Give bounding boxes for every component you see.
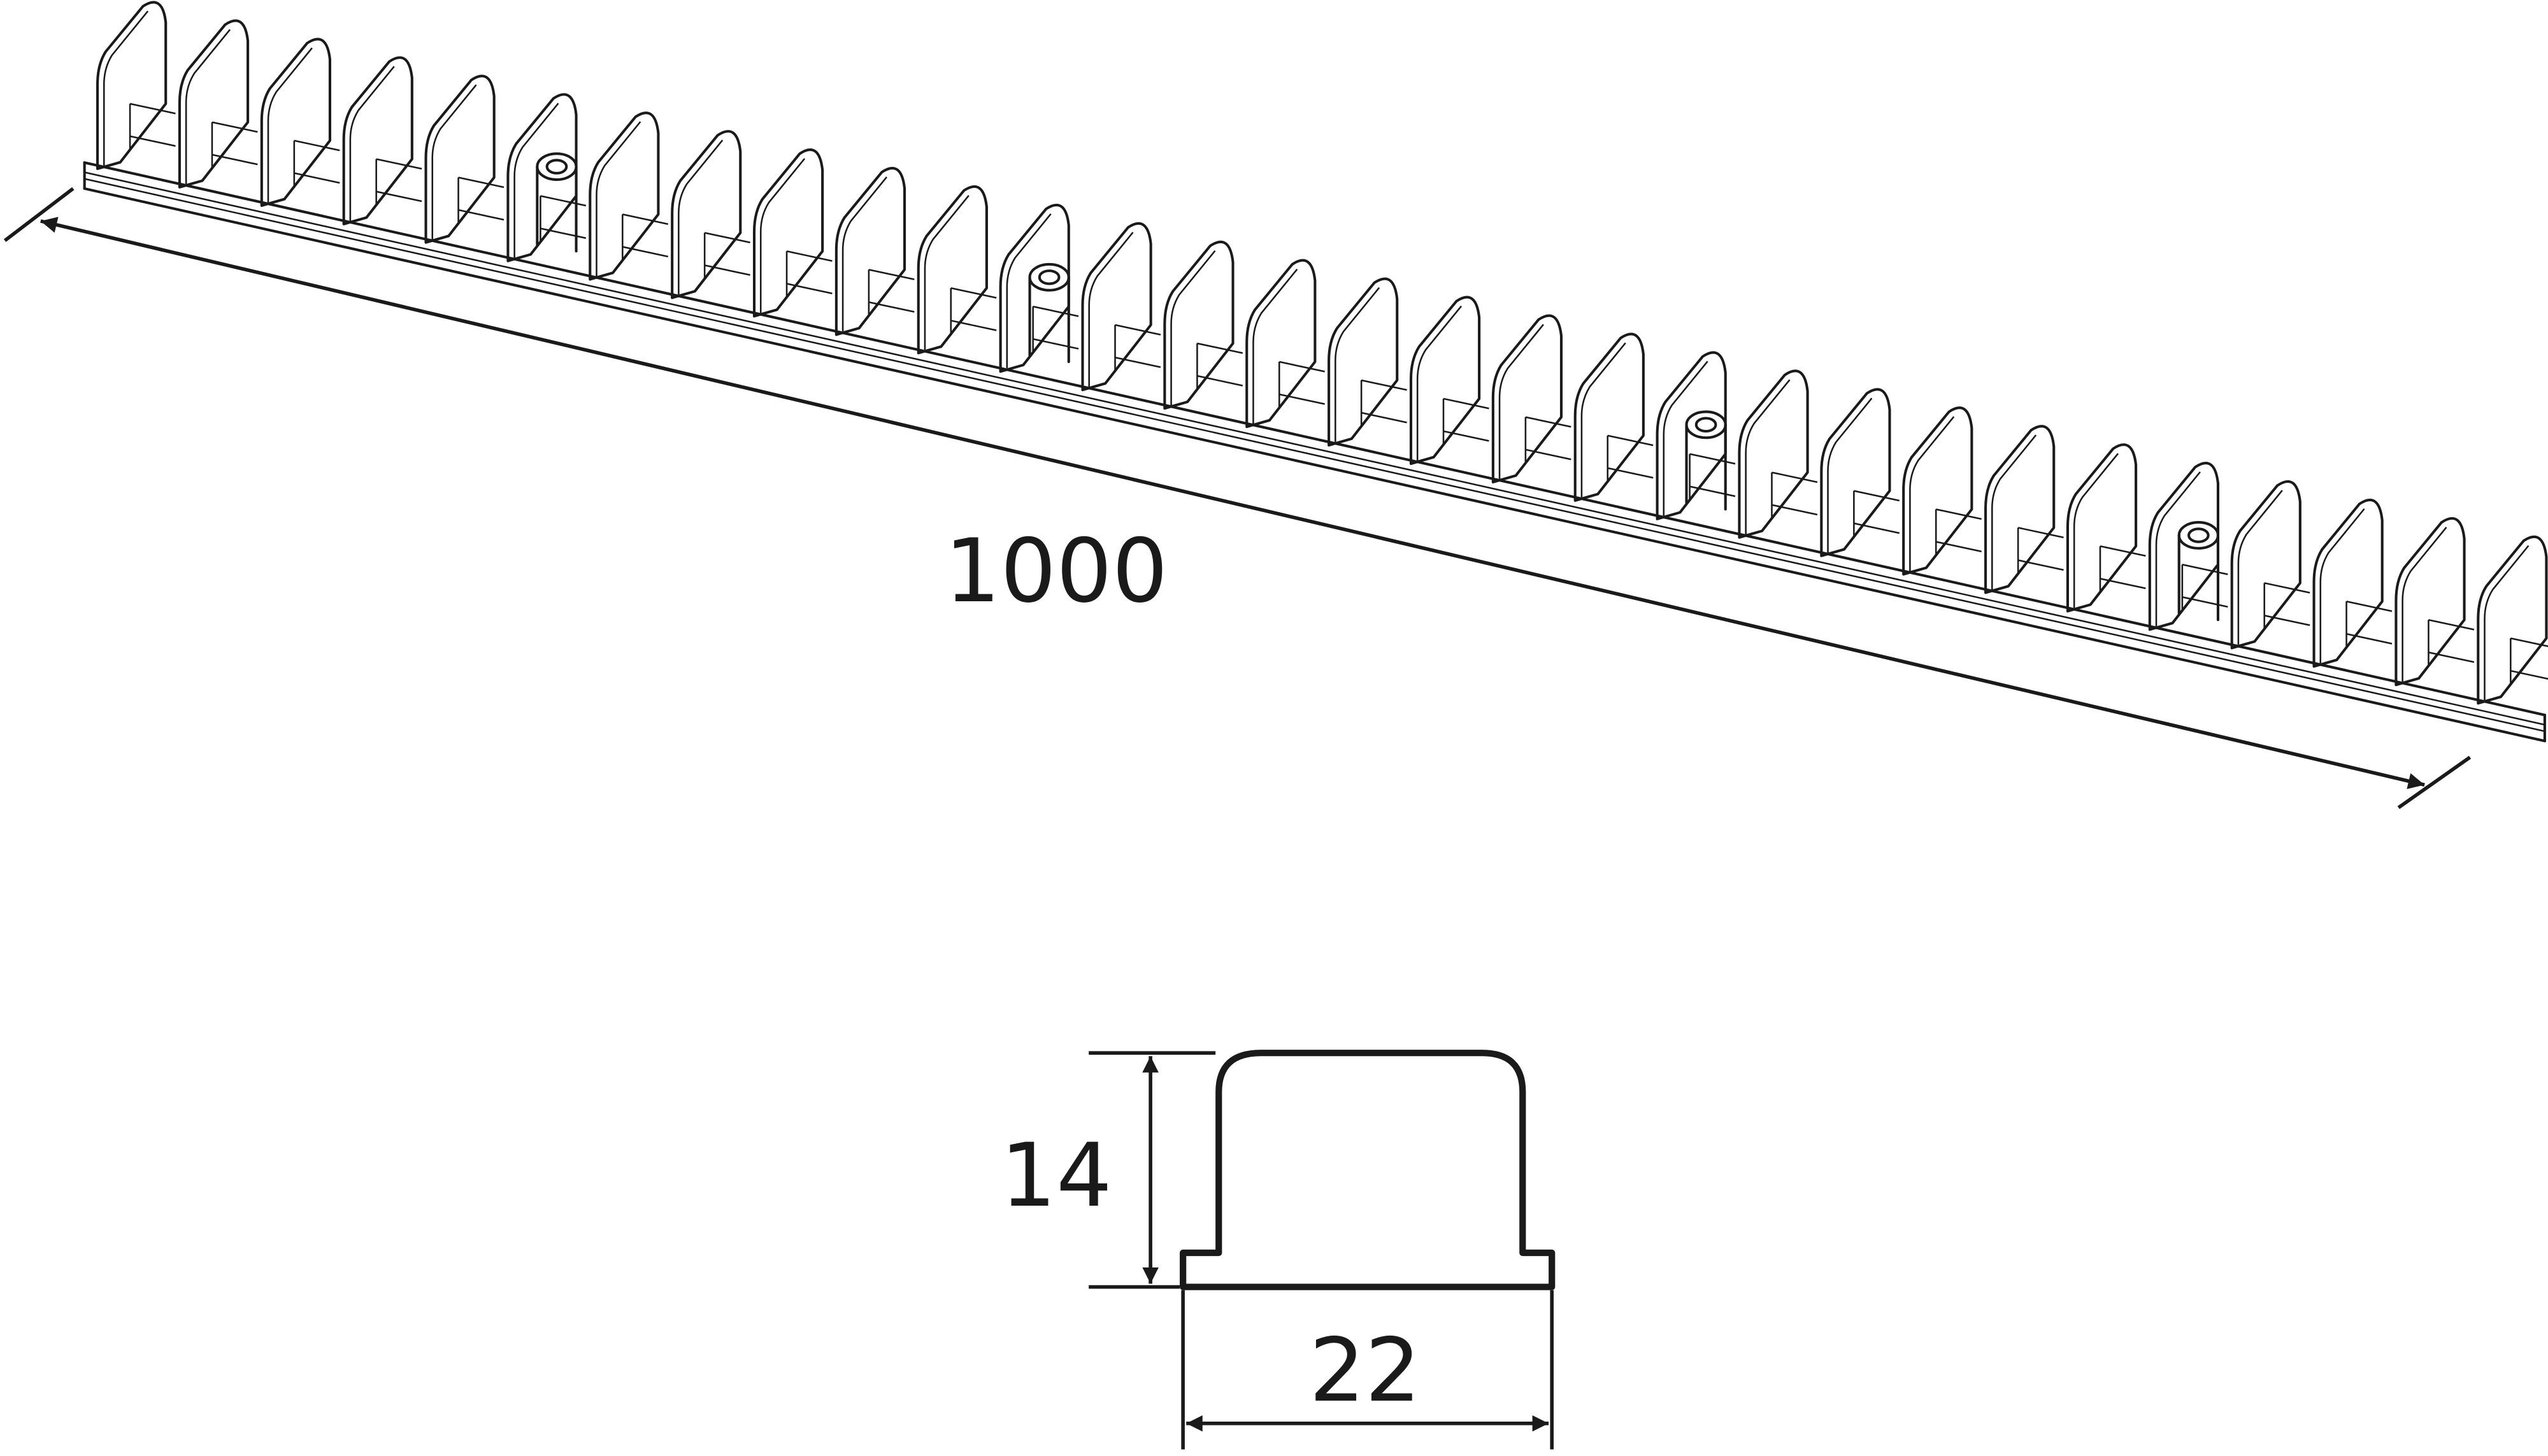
- cable-clip: [1328, 277, 1407, 447]
- cable-clip: [506, 93, 587, 262]
- cable-clip: [1245, 259, 1325, 429]
- fixing-boss: [1028, 262, 1070, 292]
- length-label: 1000: [945, 520, 1168, 622]
- height-extension-lines: [1089, 1051, 1216, 1289]
- cable-clip: [1984, 425, 2064, 594]
- fixing-hole: [1038, 269, 1061, 285]
- profile-outline: [1180, 1050, 1556, 1290]
- cable-clip: [260, 38, 340, 207]
- cable-clip: [2148, 462, 2228, 631]
- cable-clip: [2230, 480, 2310, 650]
- fixing-hole: [545, 159, 568, 175]
- cable-clip: [1409, 296, 1489, 466]
- rail-base-end: [83, 161, 2546, 743]
- cable-clip: [1738, 369, 1818, 539]
- cable-clip: [2394, 517, 2475, 687]
- cable-clip: [2477, 535, 2548, 705]
- cable-clip: [1902, 406, 1982, 576]
- height-label: 14: [1001, 1125, 1112, 1227]
- cable-clip: [1491, 314, 1571, 483]
- rail-base-top: [83, 161, 2546, 717]
- rail-base-groove: [84, 171, 2545, 726]
- cable-clip: [1573, 332, 1654, 502]
- cable-clip: [96, 1, 176, 170]
- cable-clip: [999, 203, 1079, 373]
- cable-clip: [178, 19, 258, 189]
- cable-clip: [1656, 351, 1736, 520]
- extension-line-right: [2397, 755, 2472, 810]
- extension-line-left: [3, 187, 75, 242]
- cable-clip: [917, 185, 997, 355]
- fixing-boss: [1685, 410, 1727, 439]
- cross-section-profile: 14 22: [1001, 1050, 1556, 1450]
- clip-rail-isometric: [83, 1, 2548, 743]
- fixing-boss: [536, 152, 578, 182]
- cable-clip: [1081, 222, 1161, 392]
- cable-clip: [1163, 240, 1243, 410]
- cable-clip: [424, 75, 505, 244]
- cable-clip: [752, 148, 833, 318]
- width-label: 22: [1309, 1320, 1421, 1422]
- dimension-line-length: [40, 217, 2425, 789]
- cable-clip: [2312, 498, 2393, 668]
- cable-clip: [589, 111, 668, 281]
- width-extension-lines: [1181, 1290, 1554, 1450]
- fixing-boss: [2177, 521, 2220, 550]
- cable-clip: [1820, 388, 1900, 557]
- cable-clip: [834, 167, 915, 336]
- cable-clip: [671, 130, 750, 299]
- cable-clip: [342, 56, 422, 225]
- length-dimension: 1000: [3, 187, 2472, 810]
- cable-clip: [2066, 443, 2146, 613]
- rail-base-groove-2: [84, 178, 2545, 732]
- fixing-hole: [1694, 417, 1717, 433]
- fixing-hole: [2187, 527, 2210, 543]
